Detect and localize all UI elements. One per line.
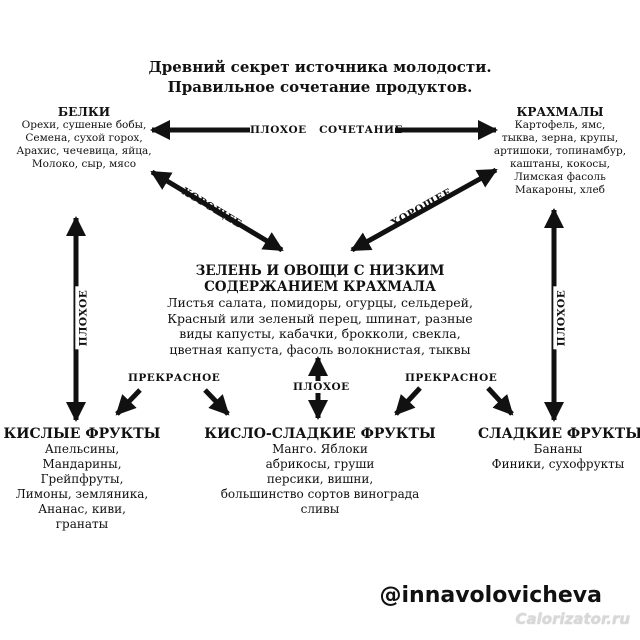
starches-item: тыква, зерна, крупы, <box>501 132 619 144</box>
starches-item: Макароны, хлеб <box>514 184 606 196</box>
semi-sweet-fruits-node: КИСЛО-СЛАДКИЕ ФРУКТЫ Манго. Яблоки абрик… <box>200 426 440 517</box>
title-line-1: Древний секрет источника молодости. <box>148 58 492 76</box>
sour-fruits-node: КИСЛЫЕ ФРУКТЫ Апельсины, Мандарины, Грей… <box>2 426 162 532</box>
author-handle: @innavolovicheva <box>379 583 602 608</box>
starches-items: Картофель, ямс, тыква, зерна, крупы, арт… <box>490 119 630 197</box>
greens-item: цветная капуста, фасоль волокнистая, тык… <box>169 341 471 357</box>
sour-fruits-items: Апельсины, Мандарины, Грейпфруты, Лимоны… <box>2 442 162 532</box>
semi-sweet-fruits-item: персики, вишни, <box>266 472 374 486</box>
starches-item: артишоки, топинамбур, <box>493 145 627 157</box>
arrow-excellent-to-sweet <box>486 386 514 416</box>
sour-fruits-title: КИСЛЫЕ ФРУКТЫ <box>3 426 161 442</box>
label-excellent-left: ПРЕКРАСНОЕ <box>128 372 221 384</box>
sour-fruits-item: Лимоны, земляника, <box>15 487 149 501</box>
sweet-fruits-title: СЛАДКИЕ ФРУКТЫ <box>478 426 640 442</box>
starches-item: Лимская фасоль <box>514 171 606 183</box>
proteins-item: Арахис, чечевица, яйца, <box>16 145 152 157</box>
greens-item: Листья салата, помидоры, огурцы, сельдер… <box>167 295 473 310</box>
title-line-2: Правильное сочетание продуктов. <box>167 78 473 96</box>
semi-sweet-fruits-item: Манго. Яблоки <box>272 442 368 456</box>
greens-item: виды капусты, кабачки, брокколи, свекла, <box>179 326 461 341</box>
label-bad-combination-top: ПЛОХОЕ СОЧЕТАНИЕ <box>250 124 402 136</box>
label-bad-right: ПЛОХОЕ <box>553 286 570 350</box>
watermark: Calorizator.ru <box>515 610 630 628</box>
sweet-fruits-item: Финики, сухофрукты <box>491 457 625 471</box>
semi-sweet-fruits-title: КИСЛО-СЛАДКИЕ ФРУКТЫ <box>204 426 436 442</box>
greens-items: Листья салата, помидоры, огурцы, сельдер… <box>140 295 500 357</box>
sweet-fruits-items: Бананы Финики, сухофрукты <box>478 442 638 472</box>
arrow-proteins-greens <box>150 169 284 253</box>
label-bad-word: ПЛОХОЕ <box>250 124 307 136</box>
arrow-excellent-to-semi-sweet-right <box>394 386 422 416</box>
sour-fruits-item: Ананас, киви, <box>38 502 126 516</box>
sour-fruits-item: Апельсины, <box>44 442 120 456</box>
proteins-node: БЕЛКИ Орехи, сушеные бобы, Семена, сухой… <box>14 105 154 171</box>
starches-title: КРАХМАЛЫ <box>516 105 604 119</box>
diagram-title: Древний секрет источника молодости. Прав… <box>0 57 640 97</box>
sour-fruits-item: гранаты <box>55 517 109 531</box>
semi-sweet-fruits-items: Манго. Яблоки абрикосы, груши персики, в… <box>200 442 440 517</box>
greens-item: Красный или зеленый перец, шпинат, разны… <box>167 310 473 326</box>
greens-title-line-1: ЗЕЛЕНЬ И ОВОЩИ С НИЗКИМ <box>195 263 445 279</box>
arrow-starches-greens <box>350 167 498 253</box>
sweet-fruits-item: Бананы <box>533 442 583 456</box>
sour-fruits-item: Грейпфруты, <box>40 472 124 486</box>
semi-sweet-fruits-item: абрикосы, груши <box>265 457 375 471</box>
starches-node: КРАХМАЛЫ Картофель, ямс, тыква, зерна, к… <box>490 105 630 197</box>
proteins-item: Семена, сухой горох, <box>25 132 143 144</box>
label-excellent-right: ПРЕКРАСНОЕ <box>405 372 498 384</box>
greens-node: ЗЕЛЕНЬ И ОВОЩИ С НИЗКИМ СОДЕРЖАНИЕМ КРАХ… <box>140 263 500 357</box>
arrow-excellent-to-sour <box>115 388 142 416</box>
semi-sweet-fruits-item: сливы <box>300 502 340 516</box>
starches-item: каштаны, кокосы, <box>509 158 611 170</box>
sweet-fruits-node: СЛАДКИЕ ФРУКТЫ Бананы Финики, сухофрукты <box>478 426 640 472</box>
sour-fruits-item: Мандарины, <box>42 457 122 471</box>
greens-title-line-2: СОДЕРЖАНИЕМ КРАХМАЛА <box>204 279 436 295</box>
starches-item: Картофель, ямс, <box>514 119 606 131</box>
label-combination-word: СОЧЕТАНИЕ <box>319 124 403 136</box>
proteins-items: Орехи, сушеные бобы, Семена, сухой горох… <box>14 119 154 171</box>
proteins-title: БЕЛКИ <box>57 105 111 119</box>
proteins-item: Молоко, сыр, мясо <box>31 158 137 170</box>
arrow-excellent-to-semi-sweet-left <box>203 388 230 416</box>
semi-sweet-fruits-item: большинство сортов винограда <box>220 487 420 501</box>
label-bad-left: ПЛОХОЕ <box>75 286 92 350</box>
label-bad-middle: ПЛОХОЕ <box>291 381 352 393</box>
proteins-item: Орехи, сушеные бобы, <box>21 119 147 131</box>
